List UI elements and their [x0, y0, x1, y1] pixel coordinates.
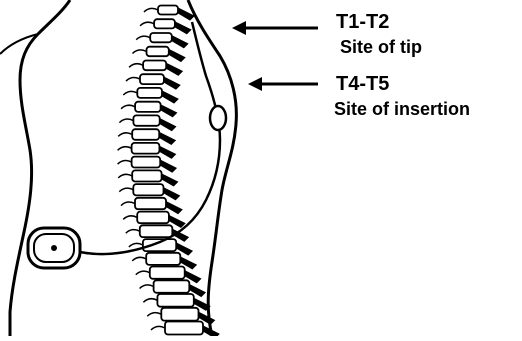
vertebra: [137, 212, 169, 224]
vertebra: [132, 143, 160, 154]
vertebra: [133, 115, 159, 125]
vertebra: [146, 253, 180, 265]
rib-stub: [136, 36, 150, 40]
rib-stub: [118, 147, 132, 151]
vertebra: [157, 294, 193, 307]
vertebra: [137, 88, 162, 98]
vertebra: [154, 280, 190, 293]
rib-stub: [147, 313, 161, 317]
rib-stub: [123, 216, 137, 220]
spinous-process: [160, 160, 176, 172]
vertebra: [147, 47, 169, 57]
insertion-port: [210, 106, 226, 130]
vertebra: [135, 198, 166, 209]
vertebra: [154, 19, 175, 28]
vertebra: [158, 6, 178, 15]
vertebra: [150, 33, 172, 42]
rib-stub: [119, 119, 133, 123]
spinous-process: [166, 63, 182, 75]
rib-stub: [119, 188, 133, 192]
vertebra: [132, 157, 161, 168]
rib-stub: [133, 50, 147, 54]
spinous-process: [159, 132, 175, 144]
rib-stub: [123, 91, 137, 95]
rib-stub: [136, 271, 150, 275]
spinous-process: [172, 36, 188, 48]
vertebra: [161, 308, 198, 321]
rib-stub: [118, 133, 132, 137]
insertion-description-label: Site of insertion: [334, 100, 470, 118]
spinous-process: [160, 119, 176, 131]
back-outline: [188, 0, 236, 336]
spinous-process: [164, 77, 180, 89]
rib-stub: [151, 326, 165, 330]
spinous-process: [161, 105, 177, 117]
implanted-pump: [28, 228, 80, 268]
rib-stub: [140, 285, 154, 289]
rib-stub: [140, 22, 154, 26]
spinous-process: [160, 146, 176, 158]
vertebra: [140, 225, 173, 237]
rib-stub: [118, 174, 132, 178]
spinous-process: [169, 50, 185, 62]
spinous-process: [162, 91, 178, 103]
rib-stub: [126, 78, 140, 82]
rib-stub: [126, 230, 140, 234]
vertebra: [165, 322, 203, 335]
tip-level-label: T1-T2: [336, 12, 389, 32]
vertebra: [132, 170, 161, 181]
rib-stub: [121, 105, 135, 109]
spinous-process: [162, 174, 178, 186]
spine-column: [118, 6, 219, 337]
rib-stub: [143, 299, 157, 303]
spinous-process: [175, 22, 191, 34]
rib-stub: [129, 243, 143, 247]
rib-stub: [118, 161, 132, 165]
rib-stub: [144, 8, 158, 12]
front-outline: [10, 0, 70, 336]
vertebra: [143, 61, 166, 71]
vertebra: [132, 129, 159, 140]
arrow-insertion: [248, 77, 318, 91]
rib-stub: [129, 64, 143, 68]
insertion-level-label: T4-T5: [336, 74, 389, 94]
vertebra: [140, 74, 164, 84]
tip-description-label: Site of tip: [340, 38, 422, 56]
arrow-tip: [232, 21, 318, 35]
vertebra: [133, 184, 163, 195]
vertebra: [135, 102, 161, 112]
rib-stub: [132, 257, 146, 261]
vertebra: [150, 267, 185, 279]
shoulder-outline: [0, 34, 38, 54]
rib-stub: [121, 202, 135, 206]
